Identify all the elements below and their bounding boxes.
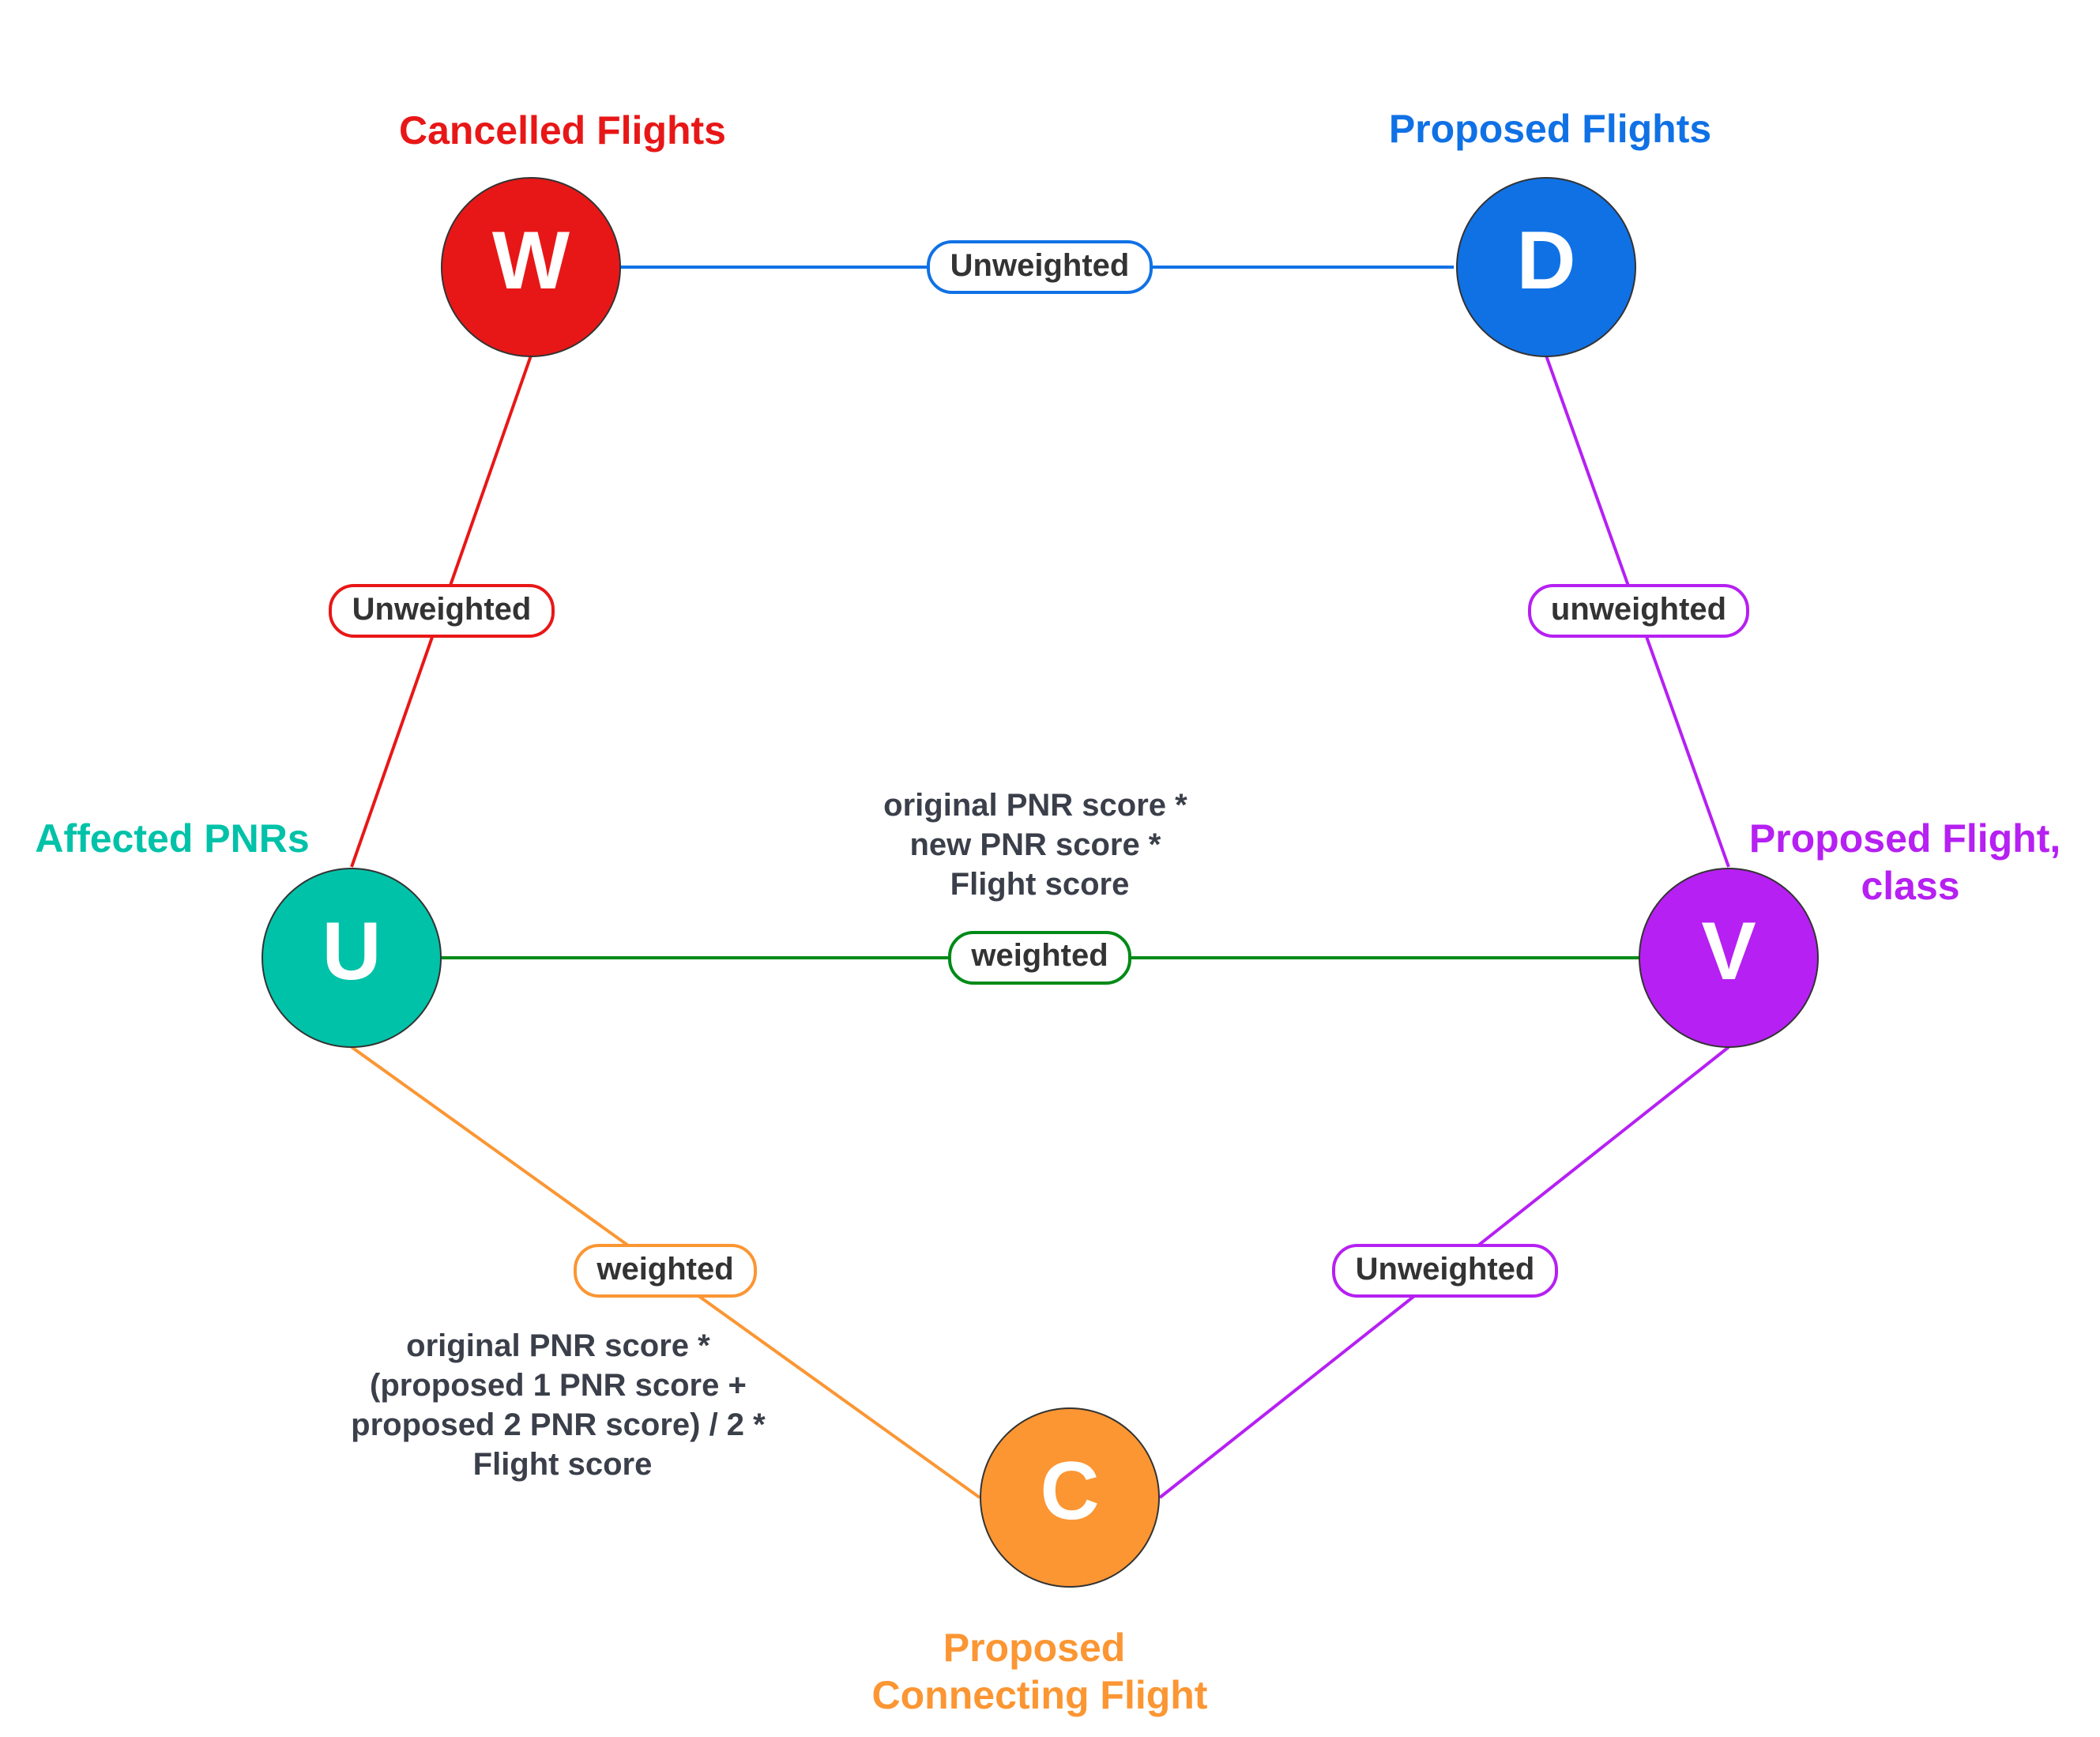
node-u-circle: [262, 868, 442, 1048]
node-w: W: [441, 177, 621, 357]
node-w-circle: [441, 177, 621, 357]
edge-w-u-label: Unweighted: [329, 584, 555, 638]
node-u: U: [262, 868, 442, 1048]
node-u-title: Affected PNRs: [35, 816, 309, 861]
node-d-title-line: Proposed Flights: [1389, 107, 1711, 151]
edge-u-c-label: weighted: [574, 1244, 757, 1298]
node-v-title-line: class: [1861, 864, 1959, 908]
node-c-circle: [980, 1407, 1160, 1588]
formula-u-c: original PNR score * (proposed 1 PNR sco…: [351, 1328, 774, 1482]
node-c: C: [980, 1407, 1160, 1588]
formula-line: Flight score: [950, 867, 1130, 902]
formula-line: Flight score: [473, 1447, 653, 1482]
edge-v-c-label: Unweighted: [1332, 1244, 1558, 1298]
formula-line: original PNR score *: [406, 1328, 710, 1363]
node-v-title-line: Proposed Flight,: [1749, 816, 2060, 861]
node-d-circle: [1456, 177, 1636, 357]
edge-label-text: Unweighted: [352, 592, 532, 627]
node-w-title-line: Cancelled Flights: [399, 108, 726, 153]
formula-line: (proposed 1 PNR score +: [370, 1368, 747, 1403]
node-v: V: [1639, 868, 1819, 1048]
node-v-letter: V: [1701, 906, 1756, 997]
node-c-title-line: Connecting Flight: [872, 1673, 1208, 1717]
edge-label-text: weighted: [970, 938, 1108, 973]
node-d-title: Proposed Flights: [1389, 107, 1711, 151]
node-u-letter: U: [322, 906, 381, 997]
node-w-title: Cancelled Flights: [399, 108, 726, 153]
node-c-title: Proposed Connecting Flight: [872, 1626, 1208, 1717]
edge-label-text: Unweighted: [1356, 1252, 1535, 1287]
edge-w-d-label: Unweighted: [927, 240, 1153, 294]
edge-d-v-label: unweighted: [1528, 584, 1749, 638]
formula-line: original PNR score *: [883, 788, 1187, 823]
node-d: D: [1456, 177, 1636, 357]
formula-line: new PNR score *: [909, 827, 1161, 862]
node-c-letter: C: [1040, 1445, 1099, 1537]
edge-label-pill: [1528, 584, 1749, 638]
node-w-letter: W: [492, 215, 570, 307]
node-d-letter: D: [1516, 215, 1575, 307]
edge-label-pill: [329, 584, 555, 638]
edge-label-pill: [1332, 1244, 1558, 1298]
formula-line: proposed 2 PNR score) / 2 *: [351, 1407, 766, 1442]
node-u-title-line: Affected PNRs: [35, 816, 309, 861]
edge-label-pill: [574, 1244, 757, 1298]
edge-label-text: weighted: [596, 1252, 733, 1287]
edge-label-text: Unweighted: [950, 248, 1130, 283]
edge-label-pill: [948, 931, 1131, 985]
node-c-title-line: Proposed: [943, 1626, 1126, 1670]
edge-label-pill: [927, 240, 1153, 294]
node-v-title: Proposed Flight, class: [1749, 816, 2072, 908]
formula-u-v: original PNR score * new PNR score * Fli…: [883, 788, 1196, 902]
node-v-circle: [1639, 868, 1819, 1048]
edge-u-v-label: weighted: [948, 931, 1131, 985]
edge-label-text: unweighted: [1551, 592, 1726, 627]
